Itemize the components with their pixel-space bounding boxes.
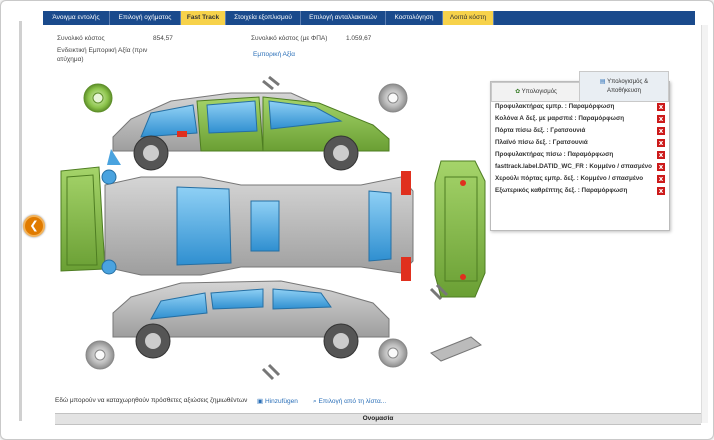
damage-item-text: Προφυλακτήρας πίσω : Παραμόρφωση: [495, 151, 614, 158]
wheel-top-left-icon[interactable]: [83, 83, 113, 113]
calculator-icon: ✿: [515, 88, 521, 95]
damage-item-text: Κολόνα Α δεξ. με μαρσπιέ : Παραμόρφωση: [495, 115, 625, 122]
market-value-label-cont: ατύχημα): [57, 56, 84, 63]
add-claim-link[interactable]: ▣ Hinzufügen: [257, 397, 298, 405]
car-side-view-left[interactable]: [112, 280, 390, 359]
additional-claims-note: Εδώ μπορούν να καταχωρηθούν πρόσθετες αξ…: [55, 397, 248, 404]
tab-parts-selection[interactable]: Επιλογή ανταλλακτικών: [301, 11, 386, 25]
remove-damage-button[interactable]: x: [657, 175, 665, 183]
wheel-top-right-icon[interactable]: [378, 83, 408, 113]
market-value-label: Ενδεικτική Εμπορική Αξία (πριν: [57, 47, 148, 54]
damage-item-text: Πλαϊνό πίσω δεξ. : Γρατσουνιά: [495, 139, 588, 146]
rear-bumper-damaged[interactable]: [434, 160, 486, 298]
damage-item: Εξωτερικός καθρέπτης δεξ. : Παραμόρφωση x: [491, 185, 669, 197]
damage-item-text: fasttrack.label.DATID_WC_FR : Κομμένο / …: [495, 163, 652, 170]
car-front-view[interactable]: [60, 166, 106, 272]
damage-item: Πλαϊνό πίσω δεξ. : Γρατσουνιά x: [491, 137, 669, 149]
jack-icon[interactable]: [430, 336, 482, 362]
remove-damage-button[interactable]: x: [657, 151, 665, 159]
total-cost-vat-label: Συνολικό κόστος (με ΦΠΑ): [251, 35, 328, 42]
remove-damage-button[interactable]: x: [657, 163, 665, 171]
tab-calculation-save-label-1: Υπολογισμός &: [607, 79, 649, 85]
damage-item: Προφυλακτήρας εμπρ. : Παραμόρφωση x: [491, 101, 669, 113]
remove-damage-button[interactable]: x: [657, 103, 665, 111]
wrench-icon[interactable]: [262, 75, 280, 91]
screw-icon[interactable]: [429, 283, 449, 301]
total-cost-label: Συνολικό κόστος: [57, 35, 105, 42]
rear-right-light: [401, 257, 411, 281]
select-from-list-label: Επιλογή από τη λίστα...: [318, 398, 387, 405]
tab-open-order[interactable]: Άνοιγμα εντολής: [43, 11, 110, 25]
main-tab-bar: Άνοιγμα εντολής Επιλογή οχήματος Fast Tr…: [43, 11, 695, 25]
damage-item: fasttrack.label.DATID_WC_FR : Κομμένο / …: [491, 161, 669, 173]
wheel-bottom-left-icon[interactable]: [85, 340, 115, 370]
damage-list: Προφυλακτήρας εμπρ. : Παραμόρφωση x Κολόν…: [491, 101, 669, 197]
remove-damage-button[interactable]: x: [657, 187, 665, 195]
car-top-view[interactable]: [101, 169, 414, 281]
select-from-list-link[interactable]: ⌕ Επιλογή από τη λίστα...: [313, 397, 386, 406]
remove-damage-button[interactable]: x: [657, 115, 665, 123]
remove-damage-button[interactable]: x: [657, 127, 665, 135]
claims-table-header: Ονομασία: [55, 413, 701, 425]
tab-calculation-label: Υπολογισμός: [521, 89, 557, 95]
damage-item: Χερούλι πόρτας εμπρ. δεξ. : Κομμένο / σπ…: [491, 173, 669, 185]
total-cost-vat-value: 1.059,67: [346, 35, 372, 42]
add-document-icon: ▣: [257, 397, 264, 405]
front-bumper-damaged[interactable]: [60, 166, 106, 272]
right-mirror-damaged[interactable]: [177, 131, 187, 137]
damage-item-text: Χερούλι πόρτας εμπρ. δεξ. : Κομμένο / σπ…: [495, 175, 644, 182]
search-icon: ⌕: [313, 397, 317, 405]
bolt-icon[interactable]: [261, 363, 281, 381]
add-claim-label: Hinzufügen: [264, 398, 298, 405]
tab-other-costs[interactable]: Λοιπά κόστη: [443, 11, 494, 25]
tab-vehicle-selection[interactable]: Επιλογή οχήματος: [110, 11, 181, 25]
column-header-name[interactable]: Ονομασία: [362, 415, 394, 422]
damage-item: Κολόνα Α δεξ. με μαρσπιέ : Παραμόρφωση x: [491, 113, 669, 125]
remove-damage-button[interactable]: x: [657, 139, 665, 147]
car-side-view-right[interactable]: [107, 92, 390, 171]
tab-calculation-save-label-2: Αποθήκευση: [606, 88, 642, 94]
vertical-scrollbar[interactable]: [701, 25, 708, 423]
tab-calculation[interactable]: ✿ Υπολογισμός: [491, 82, 581, 102]
tab-equipment[interactable]: Στοιχεία εξοπλισμού: [226, 11, 301, 25]
damage-item: Πόρτα πίσω δεξ. : Γρατσουνιά x: [491, 125, 669, 137]
damage-summary-panel: ✿ Υπολογισμός ▤ Υπολογισμός & Αποθήκευση…: [490, 71, 670, 231]
damage-item: Προφυλακτήρας πίσω : Παραμόρφωση x: [491, 149, 669, 161]
tab-calculation-save[interactable]: ▤ Υπολογισμός & Αποθήκευση: [579, 71, 669, 102]
sidebar-collapse-strip[interactable]: [19, 21, 22, 421]
wheel-bottom-right-icon[interactable]: [378, 338, 408, 368]
damage-item-text: Εξωτερικός καθρέπτης δεξ. : Παραμόρφωση: [495, 187, 628, 194]
save-icon: ▤: [599, 78, 606, 85]
tab-fast-track[interactable]: Fast Track: [181, 11, 226, 25]
damage-item-text: Πόρτα πίσω δεξ. : Γρατσουνιά: [495, 127, 586, 134]
rear-left-light: [401, 171, 411, 195]
car-rear-view[interactable]: [434, 160, 486, 298]
back-arrow-button[interactable]: ❮: [23, 215, 45, 237]
total-cost-value: 854,57: [153, 35, 173, 42]
damage-item-text: Προφυλακτήρας εμπρ. : Παραμόρφωση: [495, 103, 615, 110]
tab-costing[interactable]: Κοστολόγηση: [386, 11, 443, 25]
market-value-link[interactable]: Εμπορική Αξία: [253, 51, 295, 58]
